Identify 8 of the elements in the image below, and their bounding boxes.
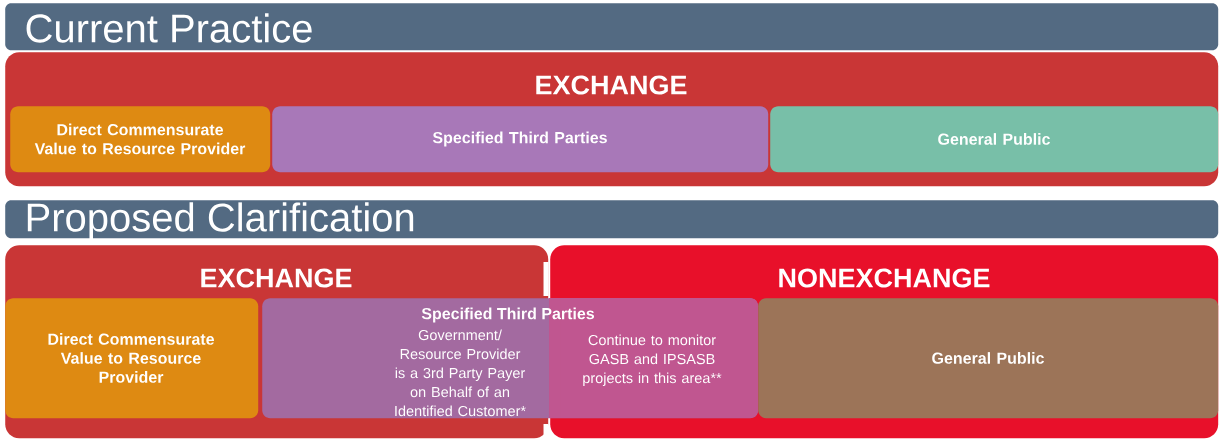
category-box: Specified Third Parties [272,106,769,173]
title-bar: Current Practice [5,3,1219,51]
category-box: General Public [770,106,1219,173]
category-box: Direct Commensurate Value to Resource Provider [5,298,259,419]
title-bar: Proposed Clarification [5,200,1219,240]
category-box: Direct Commensurate Value to Resource Provider [10,106,271,173]
category-box: Specified Third Parties Government/ Resource Provider is a 3rd Party Payer on Behalf of an Identified Customer* Continue to monitor GASB and IPSASB projects in this area** [262,298,759,419]
category-box: General Public [758,298,1219,419]
